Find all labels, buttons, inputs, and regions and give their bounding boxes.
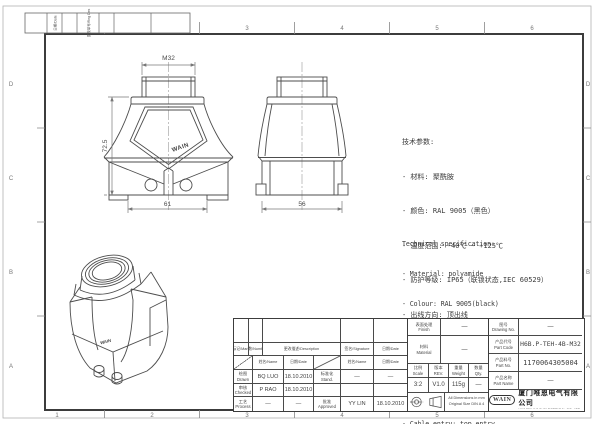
grid-col-label: 6: [530, 413, 534, 419]
revision-strip: 日期/Date 更改单号/Reg Des: [24, 8, 191, 37]
dim-width-56: 56: [298, 201, 306, 208]
grid-col-label: 5: [435, 26, 439, 32]
rev-header-number: 处数/Number: [249, 343, 263, 355]
spec-cn-line: - 颜色: RAL 9005（黑色）: [402, 207, 495, 215]
stand-date: —: [387, 373, 394, 380]
process-name: —: [253, 397, 284, 411]
spec-cn-line: - 出线方向: 顶出线: [402, 310, 468, 319]
dim-width-61: 61: [164, 201, 172, 208]
spec-en-line: - Colour: RAL 9005(black): [402, 300, 499, 308]
sub-header-name2: 姓名/Name: [341, 356, 374, 369]
dimension-note-line2: Original Size DIN A 4: [448, 402, 485, 406]
material-value: —: [461, 346, 468, 353]
weight-value: 115g: [449, 378, 469, 392]
checked-name: P RAO: [253, 384, 284, 396]
grid-row-label: C: [586, 176, 591, 182]
front-view: WAIN: [103, 62, 234, 210]
sub-header-name: 姓名/Name: [253, 356, 284, 369]
process-date: —: [284, 397, 314, 411]
grid-col-label: 3: [245, 413, 249, 419]
grid-col-label: 6: [530, 26, 534, 32]
approved-date: 18.10.2010: [376, 401, 405, 407]
revision-table: 标记/Mark 处数/Number 更改描述/Description 签名/Si…: [234, 319, 408, 411]
approved-name: YY LIN: [341, 397, 374, 411]
rev-header-date: 日期/Date: [382, 346, 399, 351]
iso-view: WAIN: [69, 254, 169, 385]
wain-logo: WAIN: [489, 394, 516, 405]
company-name-en: XIAMEN WAIN ELECTRICAL CO.,LTD: [518, 408, 582, 410]
rev-value: V1.0: [429, 378, 449, 392]
grid-row-label: C: [9, 176, 14, 182]
grid-row-label: B: [9, 270, 13, 276]
grid-row-label: B: [586, 270, 590, 276]
strip-date-label: 日期/Date: [53, 15, 58, 30]
spec-cn-line: - 防护等级: IP65（联锁状态,IEC 60529）: [402, 276, 548, 284]
drawn-date: 18.10.2010: [284, 370, 314, 383]
finish-value: —: [461, 324, 468, 330]
drawing-no-value: —: [547, 324, 554, 330]
grid-row-label: A: [586, 364, 590, 370]
spec-en-line: - Cable entry: top entry: [402, 420, 495, 424]
part-code-value: H6B.P-TEH-4B-M32: [520, 341, 581, 348]
grid-col-label: 1: [55, 413, 59, 419]
sub-header-date2: 日期/Date: [382, 360, 399, 364]
grid-row-label: A: [9, 364, 13, 370]
front-wain-logo-text: WAIN: [171, 142, 190, 153]
spec-cn-title: 技术参数:: [402, 138, 435, 146]
grid-col-label: 5: [435, 413, 439, 419]
scale-value: 3:2: [408, 378, 429, 392]
grid-row-label: D: [9, 82, 14, 88]
iso-wain-logo-text: WAIN: [100, 338, 112, 345]
stand-name: —: [341, 370, 374, 383]
grid-col-label: 4: [340, 413, 344, 419]
diagonal-cell: [314, 356, 341, 369]
projection-symbol: [408, 393, 445, 411]
front-dimensions: M32 72.5 61: [102, 55, 208, 213]
drawn-name: BQ LUO: [253, 370, 284, 383]
rev-header-signature: 签名/Signature: [341, 343, 374, 355]
spec-en-title: Technical specification:: [402, 240, 495, 248]
title-block: 标记/Mark 处数/Number 更改描述/Description 签名/Si…: [233, 318, 585, 412]
grid-row-label: D: [586, 82, 591, 88]
spec-cn-line: - 温度范围: -40℃ ~ +125℃: [402, 241, 504, 250]
sub-header-date: 日期/Date: [284, 356, 314, 369]
qty-value: —: [475, 382, 482, 388]
strip-reg-label: 更改单号/Reg Des: [86, 8, 91, 37]
rev-header-mark: 标记/Mark: [234, 343, 249, 355]
dim-thread-m32: M32: [162, 55, 175, 62]
dimension-note-line1: All Dimensions in mm: [448, 396, 485, 401]
rev-header-description: 更改描述/Description: [263, 343, 341, 355]
part-name-value: —: [547, 377, 554, 384]
part-no-value: 1170064305004: [523, 358, 578, 367]
checked-date: 18.10.2010: [284, 384, 314, 396]
grid-col-label: 4: [340, 26, 344, 32]
dim-height-72-5: 72.5: [102, 139, 109, 152]
company-name-cn: 厦门唯恩电气有限公司: [518, 390, 579, 407]
spec-cn-line: - 材料: 聚酰胺: [402, 172, 454, 181]
side-view: [255, 62, 349, 210]
grid-col-label: 2: [150, 413, 154, 419]
diagonal-cell: [234, 356, 253, 369]
side-dimensions: 56: [261, 201, 343, 213]
spec-en-line: - Material: polyamide: [402, 270, 484, 278]
grid-col-label: 3: [245, 26, 249, 32]
